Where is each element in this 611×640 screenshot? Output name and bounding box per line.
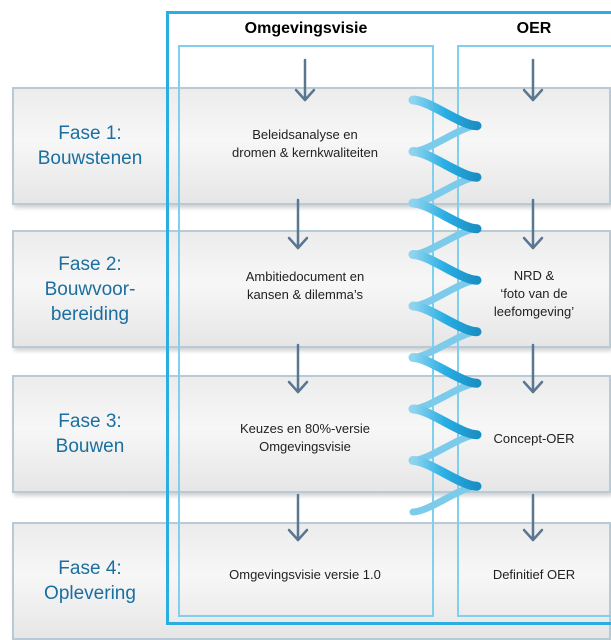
omgevingsvisie-cell-1: Beleidsanalyse en dromen & kernkwaliteit… bbox=[232, 127, 378, 160]
arrow-down-icon bbox=[522, 58, 544, 102]
oer-cell-3: Concept-OER bbox=[493, 431, 575, 446]
arrow-down-icon bbox=[522, 343, 544, 394]
phase-band-3 bbox=[12, 375, 611, 493]
phase-band-1 bbox=[12, 87, 611, 205]
arrow-down-icon bbox=[287, 343, 309, 394]
phase-label-3: Fase 3: Bouwen bbox=[55, 411, 125, 457]
omgevingsvisie-cell-2: Ambitiedocument en kansen & dilemma’s bbox=[245, 269, 365, 302]
omgevingsvisie-column-frame bbox=[178, 45, 434, 617]
outer-frame bbox=[166, 11, 611, 625]
arrow-down-icon bbox=[522, 493, 544, 542]
omgevingsvisie-cell-3: Keuzes en 80%-versie Omgevingsvisie bbox=[239, 421, 371, 454]
arrow-down-icon bbox=[287, 493, 309, 542]
omgevingsvisie-cell-4: Omgevingsvisie versie 1.0 bbox=[229, 567, 381, 582]
oer-column-header: OER bbox=[516, 20, 552, 37]
phase-band-2 bbox=[12, 230, 611, 348]
arrow-down-icon bbox=[522, 198, 544, 250]
phase-label-1: Fase 1: Bouwstenen bbox=[37, 123, 143, 169]
oer-cell-2: NRD & ‘foto van de leefomgeving’ bbox=[493, 268, 575, 319]
arrow-down-icon bbox=[287, 198, 309, 250]
arrow-down-icon bbox=[294, 58, 316, 102]
oer-column-frame bbox=[457, 45, 611, 617]
omgevingsvisie-column-header: Omgevingsvisie bbox=[244, 20, 368, 37]
phase-label-4: Fase 4: Oplevering bbox=[44, 558, 136, 604]
phase-band-4 bbox=[12, 522, 611, 640]
phase-label-2: Fase 2: Bouwvoor- bereiding bbox=[44, 253, 136, 325]
oer-cell-4: Definitief OER bbox=[492, 567, 576, 582]
helix-icon bbox=[408, 95, 482, 516]
